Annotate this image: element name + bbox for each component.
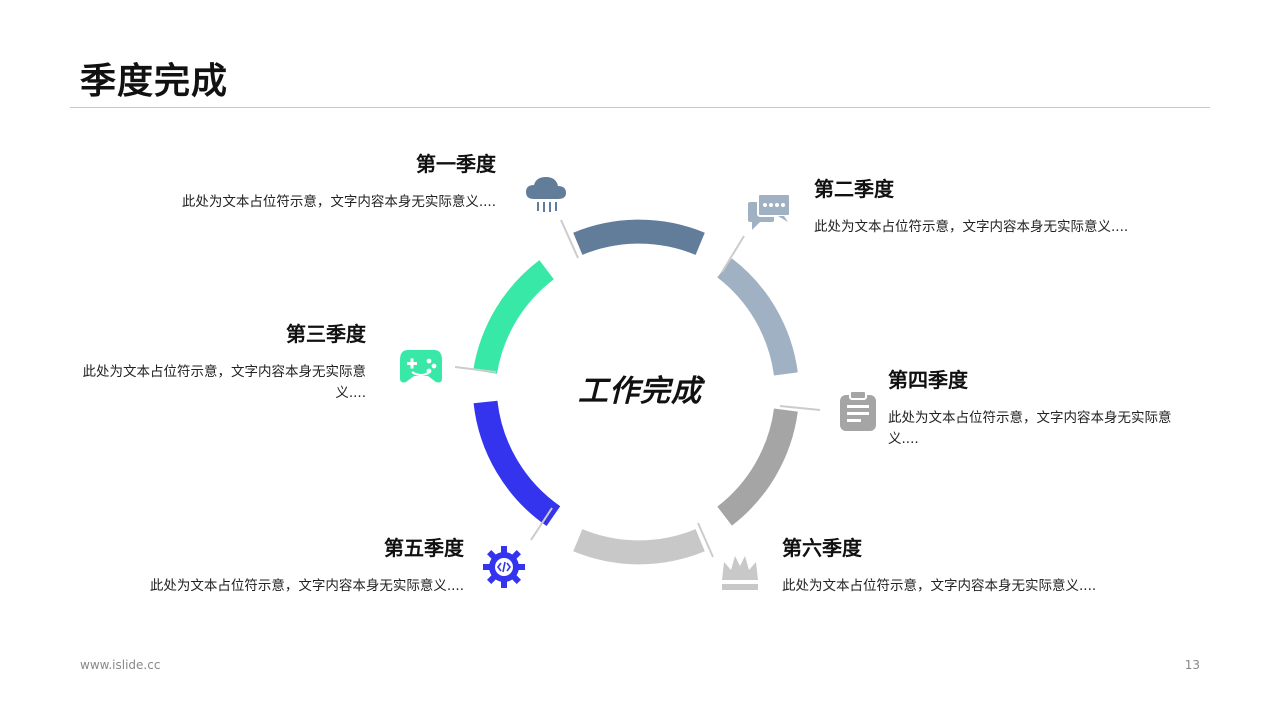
gear-code-icon [483,546,525,588]
quarter-2-desc: 此处为文本占位符示意，文字内容本身无实际意义.... [814,219,1129,235]
ring-segment-q4 [717,408,798,526]
cloud-icon [526,177,566,212]
quarter-4-title: 第四季度 [888,368,968,392]
quarter-1-title: 第一季度 [416,152,496,176]
quarter-1-desc: 此处为文本占位符示意，文字内容本身无实际意义.... [181,194,496,210]
ring-segment-q6 [573,529,705,565]
quarter-5-desc: 此处为文本占位符示意，文字内容本身无实际意义.... [149,578,464,594]
quarter-3: 第三季度 此处为文本占位符示意，文字内容本身无实际意义.... [80,320,367,404]
quarter-6: 第六季度 此处为文本占位符示意，文字内容本身无实际意义.... [782,534,1152,597]
title-divider [70,107,1210,108]
page-title: 季度完成 [80,61,229,102]
quarter-4-desc: 此处为文本占位符示意，文字内容本身无实际意义.... [888,410,1172,447]
quarter-6-desc: 此处为文本占位符示意，文字内容本身无实际意义.... [782,578,1097,594]
quarter-2-title: 第二季度 [814,177,894,201]
ring-segment-q3 [473,260,555,375]
quarter-4: 第四季度 此处为文本占位符示意，文字内容本身无实际意义.... [888,366,1200,450]
gamepad-icon [400,350,442,383]
quarter-1: 第一季度 此处为文本占位符示意，文字内容本身无实际意义.... [120,150,496,213]
quarter-2: 第二季度 此处为文本占位符示意，文字内容本身无实际意义.... [814,175,1184,238]
ring-segment-q5 [473,400,561,526]
quarter-5: 第五季度 此处为文本占位符示意，文字内容本身无实际意义.... [100,534,464,597]
chat-icon [748,193,791,230]
page-number: 13 [1184,658,1200,672]
ring-segment-q1 [573,219,705,255]
ring-segment-q2 [717,258,798,376]
quarter-6-title: 第六季度 [782,536,862,560]
clipboard-icon [840,390,876,431]
quarter-3-title: 第三季度 [286,322,366,346]
quarter-5-title: 第五季度 [384,536,464,560]
quarter-3-desc: 此处为文本占位符示意，文字内容本身无实际意义.... [82,364,367,401]
center-label: 工作完成 [578,374,702,409]
crown-icon [722,556,758,590]
footer-website: www.islide.cc [80,658,161,672]
